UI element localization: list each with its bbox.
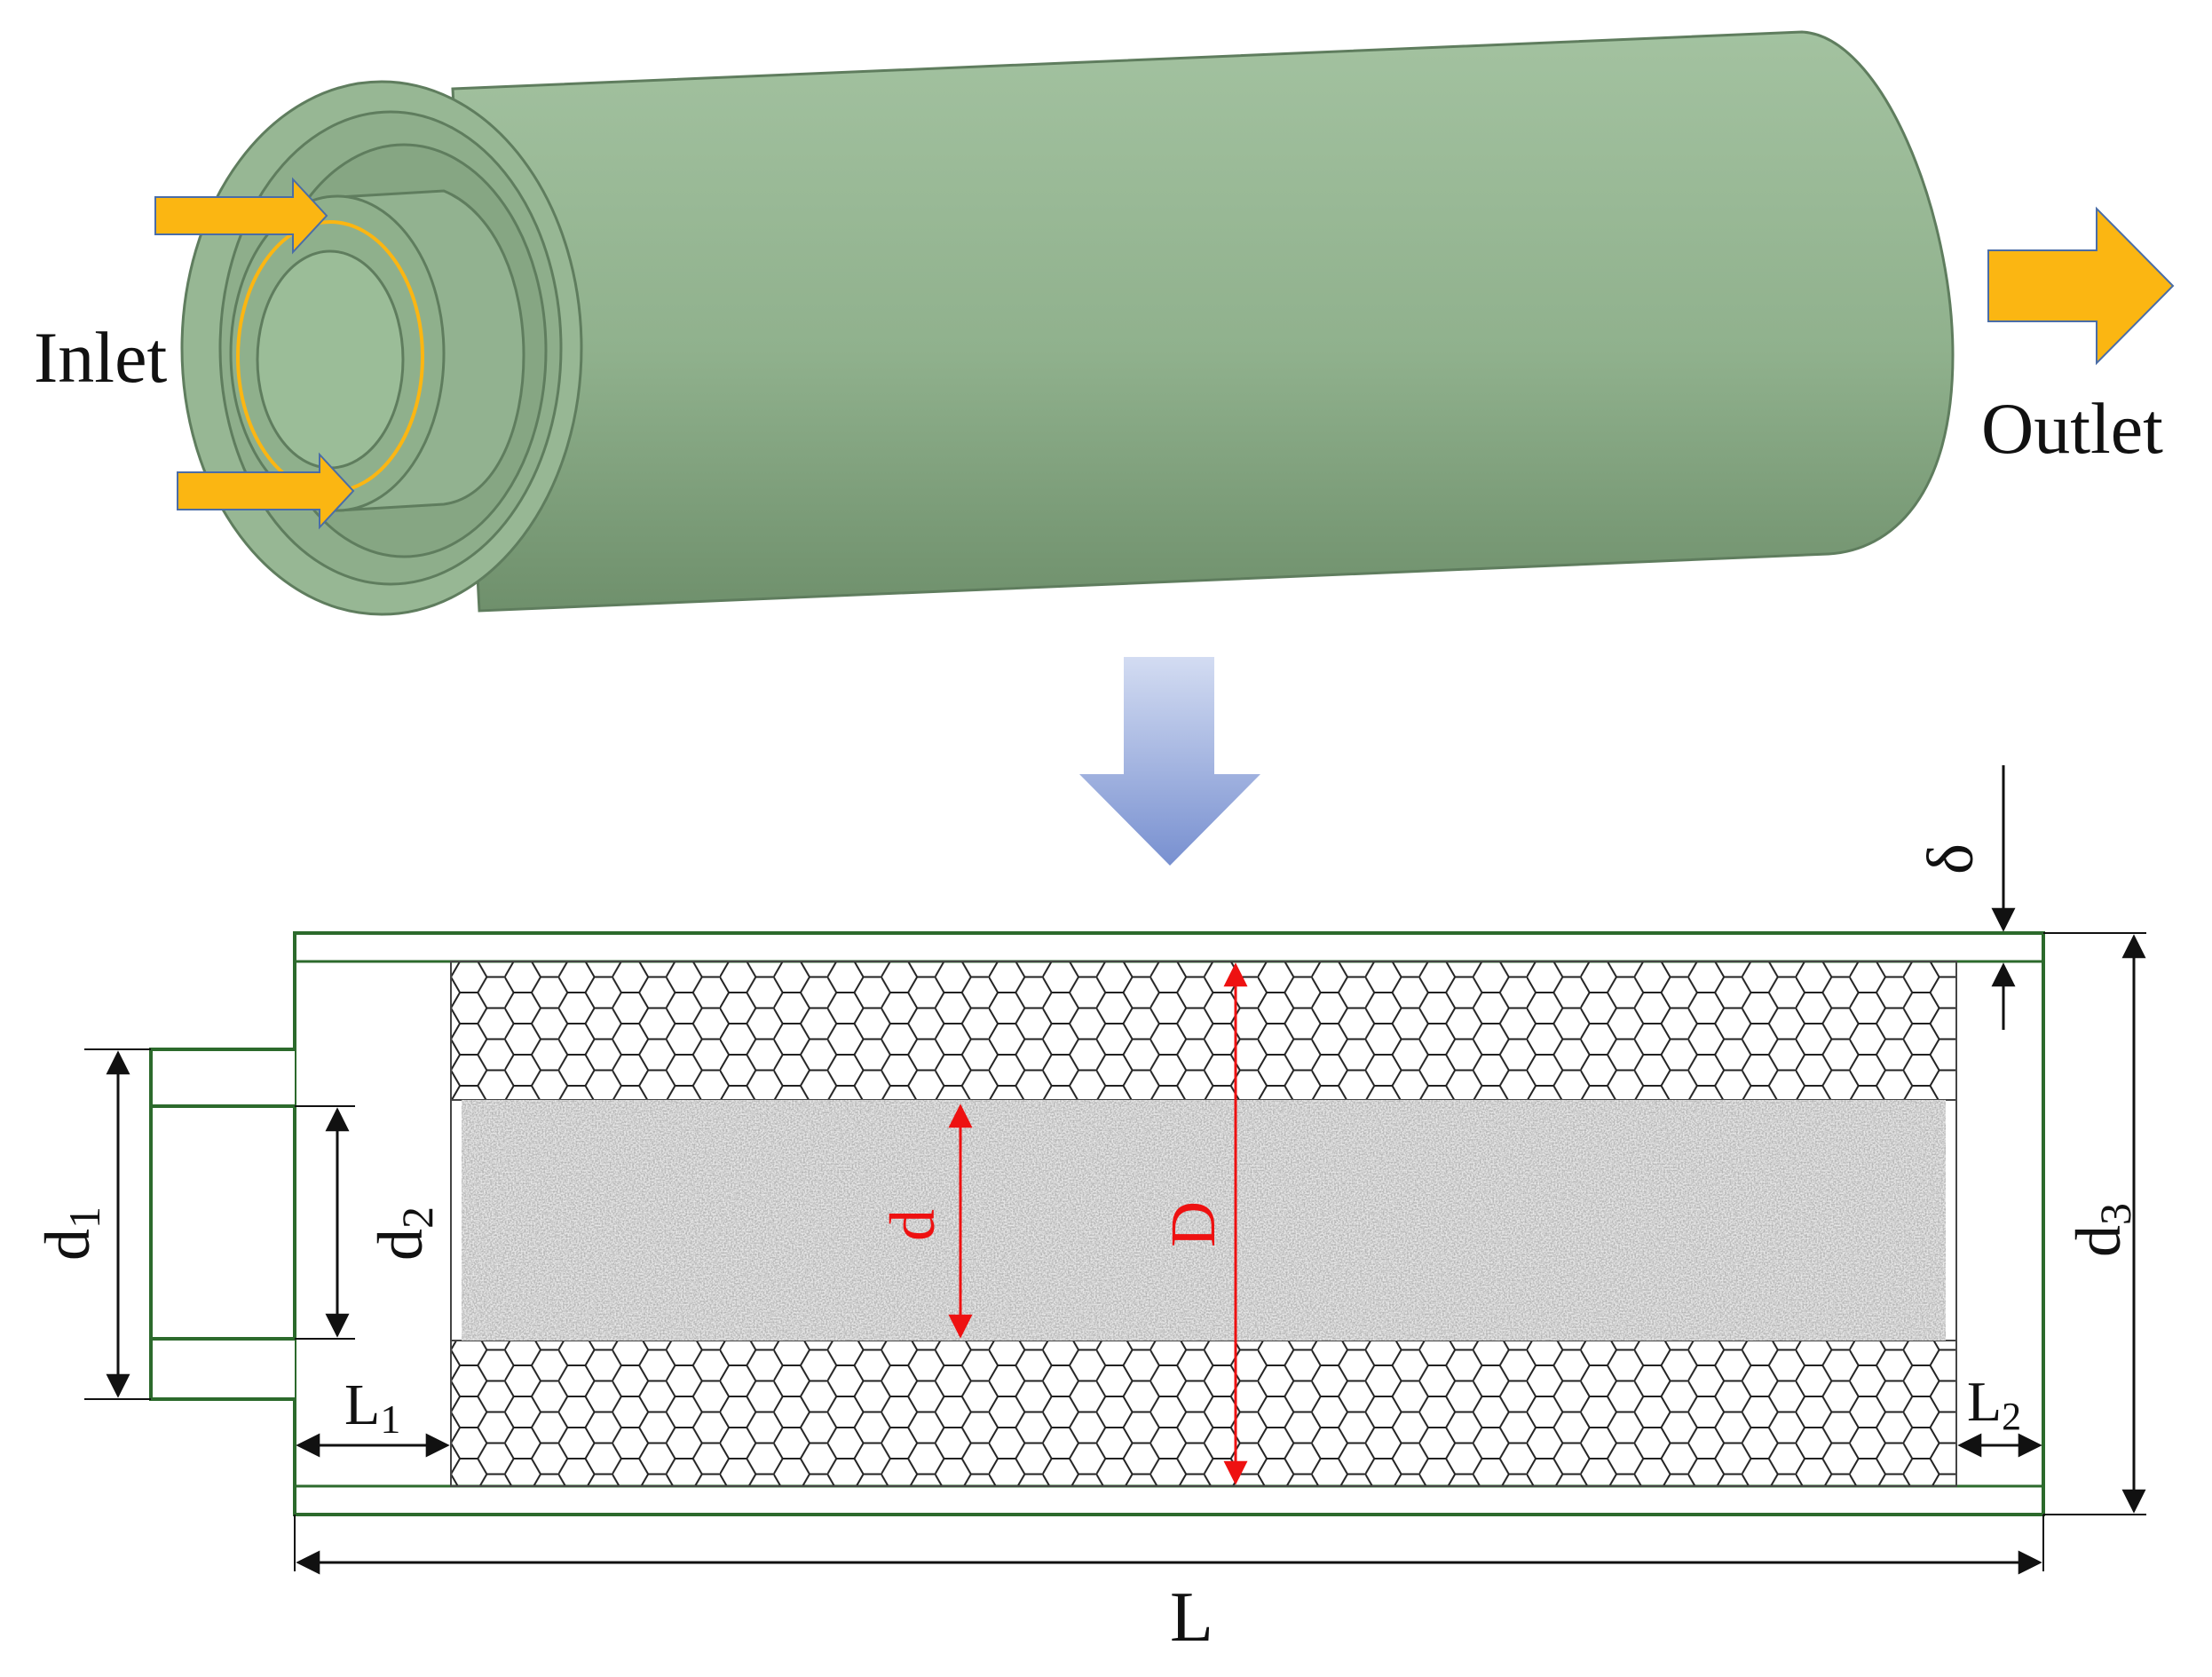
cross-section	[149, 931, 2045, 1516]
inlet-arrows	[154, 177, 355, 530]
cylinder-3d	[180, 30, 1955, 616]
inlet-pipe-section	[149, 1104, 296, 1341]
dim-d3-label: d3	[2063, 1203, 2140, 1257]
inner-core-face	[256, 249, 405, 470]
outlet-label: Outlet	[1981, 388, 2163, 469]
dim-d-label: d	[877, 1209, 948, 1241]
inlet-arrow-bottom	[177, 452, 355, 530]
dim-L-label: L	[1170, 1578, 1213, 1657]
dim-L2-label: L2	[1967, 1370, 2021, 1438]
honeycomb-top	[450, 961, 1957, 1101]
dim-d1-label: d1	[32, 1206, 109, 1261]
dim-d2-label: d2	[365, 1206, 442, 1261]
cylinder-body	[451, 30, 1955, 613]
dim-delta-label: δ	[1915, 843, 1987, 874]
dim-D-label: D	[1157, 1201, 1228, 1247]
porous-core	[462, 1100, 1946, 1341]
down-arrow	[1079, 657, 1260, 866]
dimensions: L L1 L2 d1 d2 d3 δ d D	[32, 765, 2146, 1657]
inlet-label: Inlet	[34, 317, 167, 398]
dim-L1-label: L1	[344, 1372, 400, 1442]
outlet-arrow	[1987, 206, 2175, 366]
inlet-arrow-top	[154, 177, 328, 255]
honeycomb-bottom	[450, 1340, 1957, 1487]
